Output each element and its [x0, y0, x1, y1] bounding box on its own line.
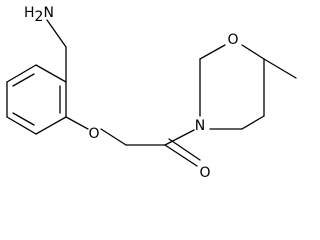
ring-bond: [6, 116, 37, 135]
carbonyl-double-bond: [168, 138, 201, 161]
amide-nitrogen-label: N: [195, 118, 205, 134]
aromatic-bond: [12, 112, 35, 126]
benzene-ring: [6, 64, 67, 135]
ring-bond: [241, 44, 265, 60]
carbonyl-double-bond: [164, 144, 198, 167]
ring-bond: [241, 115, 265, 130]
oxygen-ch2-bond: [100, 128, 127, 146]
ring-oxygen-label: O: [227, 32, 238, 48]
ring-bond: [35, 64, 67, 83]
aromatic-bond: [12, 73, 35, 87]
aryl-oxygen-bond: [65, 116, 89, 130]
morpholine-ring: [199, 44, 265, 130]
carbonyl-nitrogen-bond: [164, 129, 195, 146]
ether-oxygen-label: O: [88, 126, 99, 142]
ring-bond: [35, 116, 67, 135]
carbonyl-oxygen-label: O: [199, 165, 210, 181]
amine-label: H2N: [24, 5, 54, 25]
amine-bond: [46, 19, 67, 48]
ring-bond: [199, 44, 226, 60]
ring-bond: [6, 64, 37, 83]
methyl-bond: [263, 58, 297, 79]
molecule-structure: H2N O O N O: [6, 5, 297, 181]
